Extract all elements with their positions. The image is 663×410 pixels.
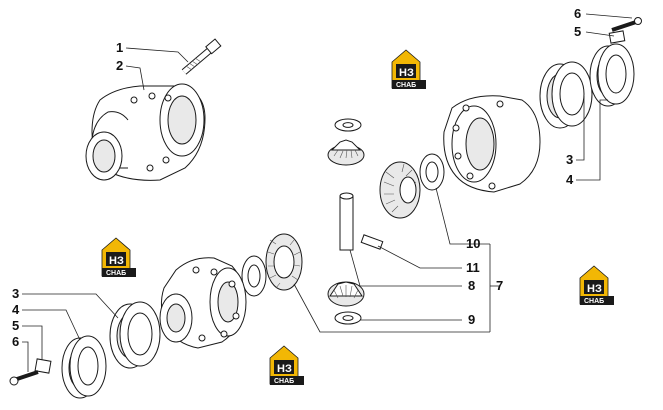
thrust-washer-bottom-left bbox=[241, 255, 267, 297]
callout-2: 2 bbox=[116, 58, 123, 73]
bearing-part-bottom bbox=[109, 301, 161, 369]
brand-logo-3: НЗ СНАБ bbox=[579, 265, 615, 306]
logo-monogram: НЗ bbox=[109, 255, 124, 267]
brand-logo-2: НЗ СНАБ bbox=[101, 237, 137, 278]
right-housing-half bbox=[443, 95, 541, 193]
brand-logo-1: НЗ СНАБ bbox=[391, 49, 427, 90]
thrust-washer-top bbox=[334, 118, 362, 132]
side-gear-bottom bbox=[265, 233, 303, 291]
left-housing-half bbox=[159, 257, 247, 349]
callout-labels: 1 2 6 5 3 4 10 11 8 7 9 3 4 5 6 bbox=[12, 6, 581, 349]
callout-4-bottom: 4 bbox=[12, 302, 20, 317]
logo-monogram: НЗ bbox=[399, 67, 414, 79]
callout-8: 8 bbox=[468, 278, 475, 293]
callout-1: 1 bbox=[116, 40, 123, 55]
callout-7: 7 bbox=[496, 278, 503, 293]
callout-4-top: 4 bbox=[566, 172, 574, 187]
side-gear-center bbox=[379, 161, 421, 219]
bolt-and-plate-bottom bbox=[9, 358, 52, 386]
leader-lines bbox=[22, 13, 633, 372]
bevel-pinion-top bbox=[327, 139, 365, 166]
cross-pin bbox=[339, 192, 354, 251]
callout-9: 9 bbox=[468, 312, 475, 327]
thrust-washer-side bbox=[419, 153, 445, 191]
logo-caption: СНАБ bbox=[274, 378, 294, 385]
callout-10: 10 bbox=[466, 236, 480, 251]
ring-nut-part-bottom bbox=[61, 335, 107, 399]
logo-caption: СНАБ bbox=[106, 270, 126, 277]
callout-6-bottom: 6 bbox=[12, 334, 19, 349]
callout-3-bottom: 3 bbox=[12, 286, 19, 301]
logo-caption: СНАБ bbox=[396, 82, 416, 89]
bearing-part-top bbox=[539, 61, 593, 129]
short-pin bbox=[360, 234, 384, 250]
callout-3-top: 3 bbox=[566, 152, 573, 167]
callout-5-bottom: 5 bbox=[12, 318, 19, 333]
callout-5-top: 5 bbox=[574, 24, 581, 39]
logo-monogram: НЗ bbox=[277, 363, 292, 375]
callout-6-top: 6 bbox=[574, 6, 581, 21]
logo-monogram: НЗ bbox=[587, 283, 602, 295]
ring-nut-part-top bbox=[589, 43, 635, 107]
logo-caption: СНАБ bbox=[584, 298, 604, 305]
brand-logo-4: НЗ СНАБ bbox=[269, 345, 305, 386]
differential-housing-assembly bbox=[85, 38, 222, 181]
thrust-washer-bottom bbox=[334, 311, 362, 325]
bolt-part bbox=[181, 38, 222, 75]
bolt-and-plate-top bbox=[608, 17, 642, 44]
bevel-pinion-bottom bbox=[327, 281, 365, 307]
callout-11: 11 bbox=[466, 260, 480, 275]
